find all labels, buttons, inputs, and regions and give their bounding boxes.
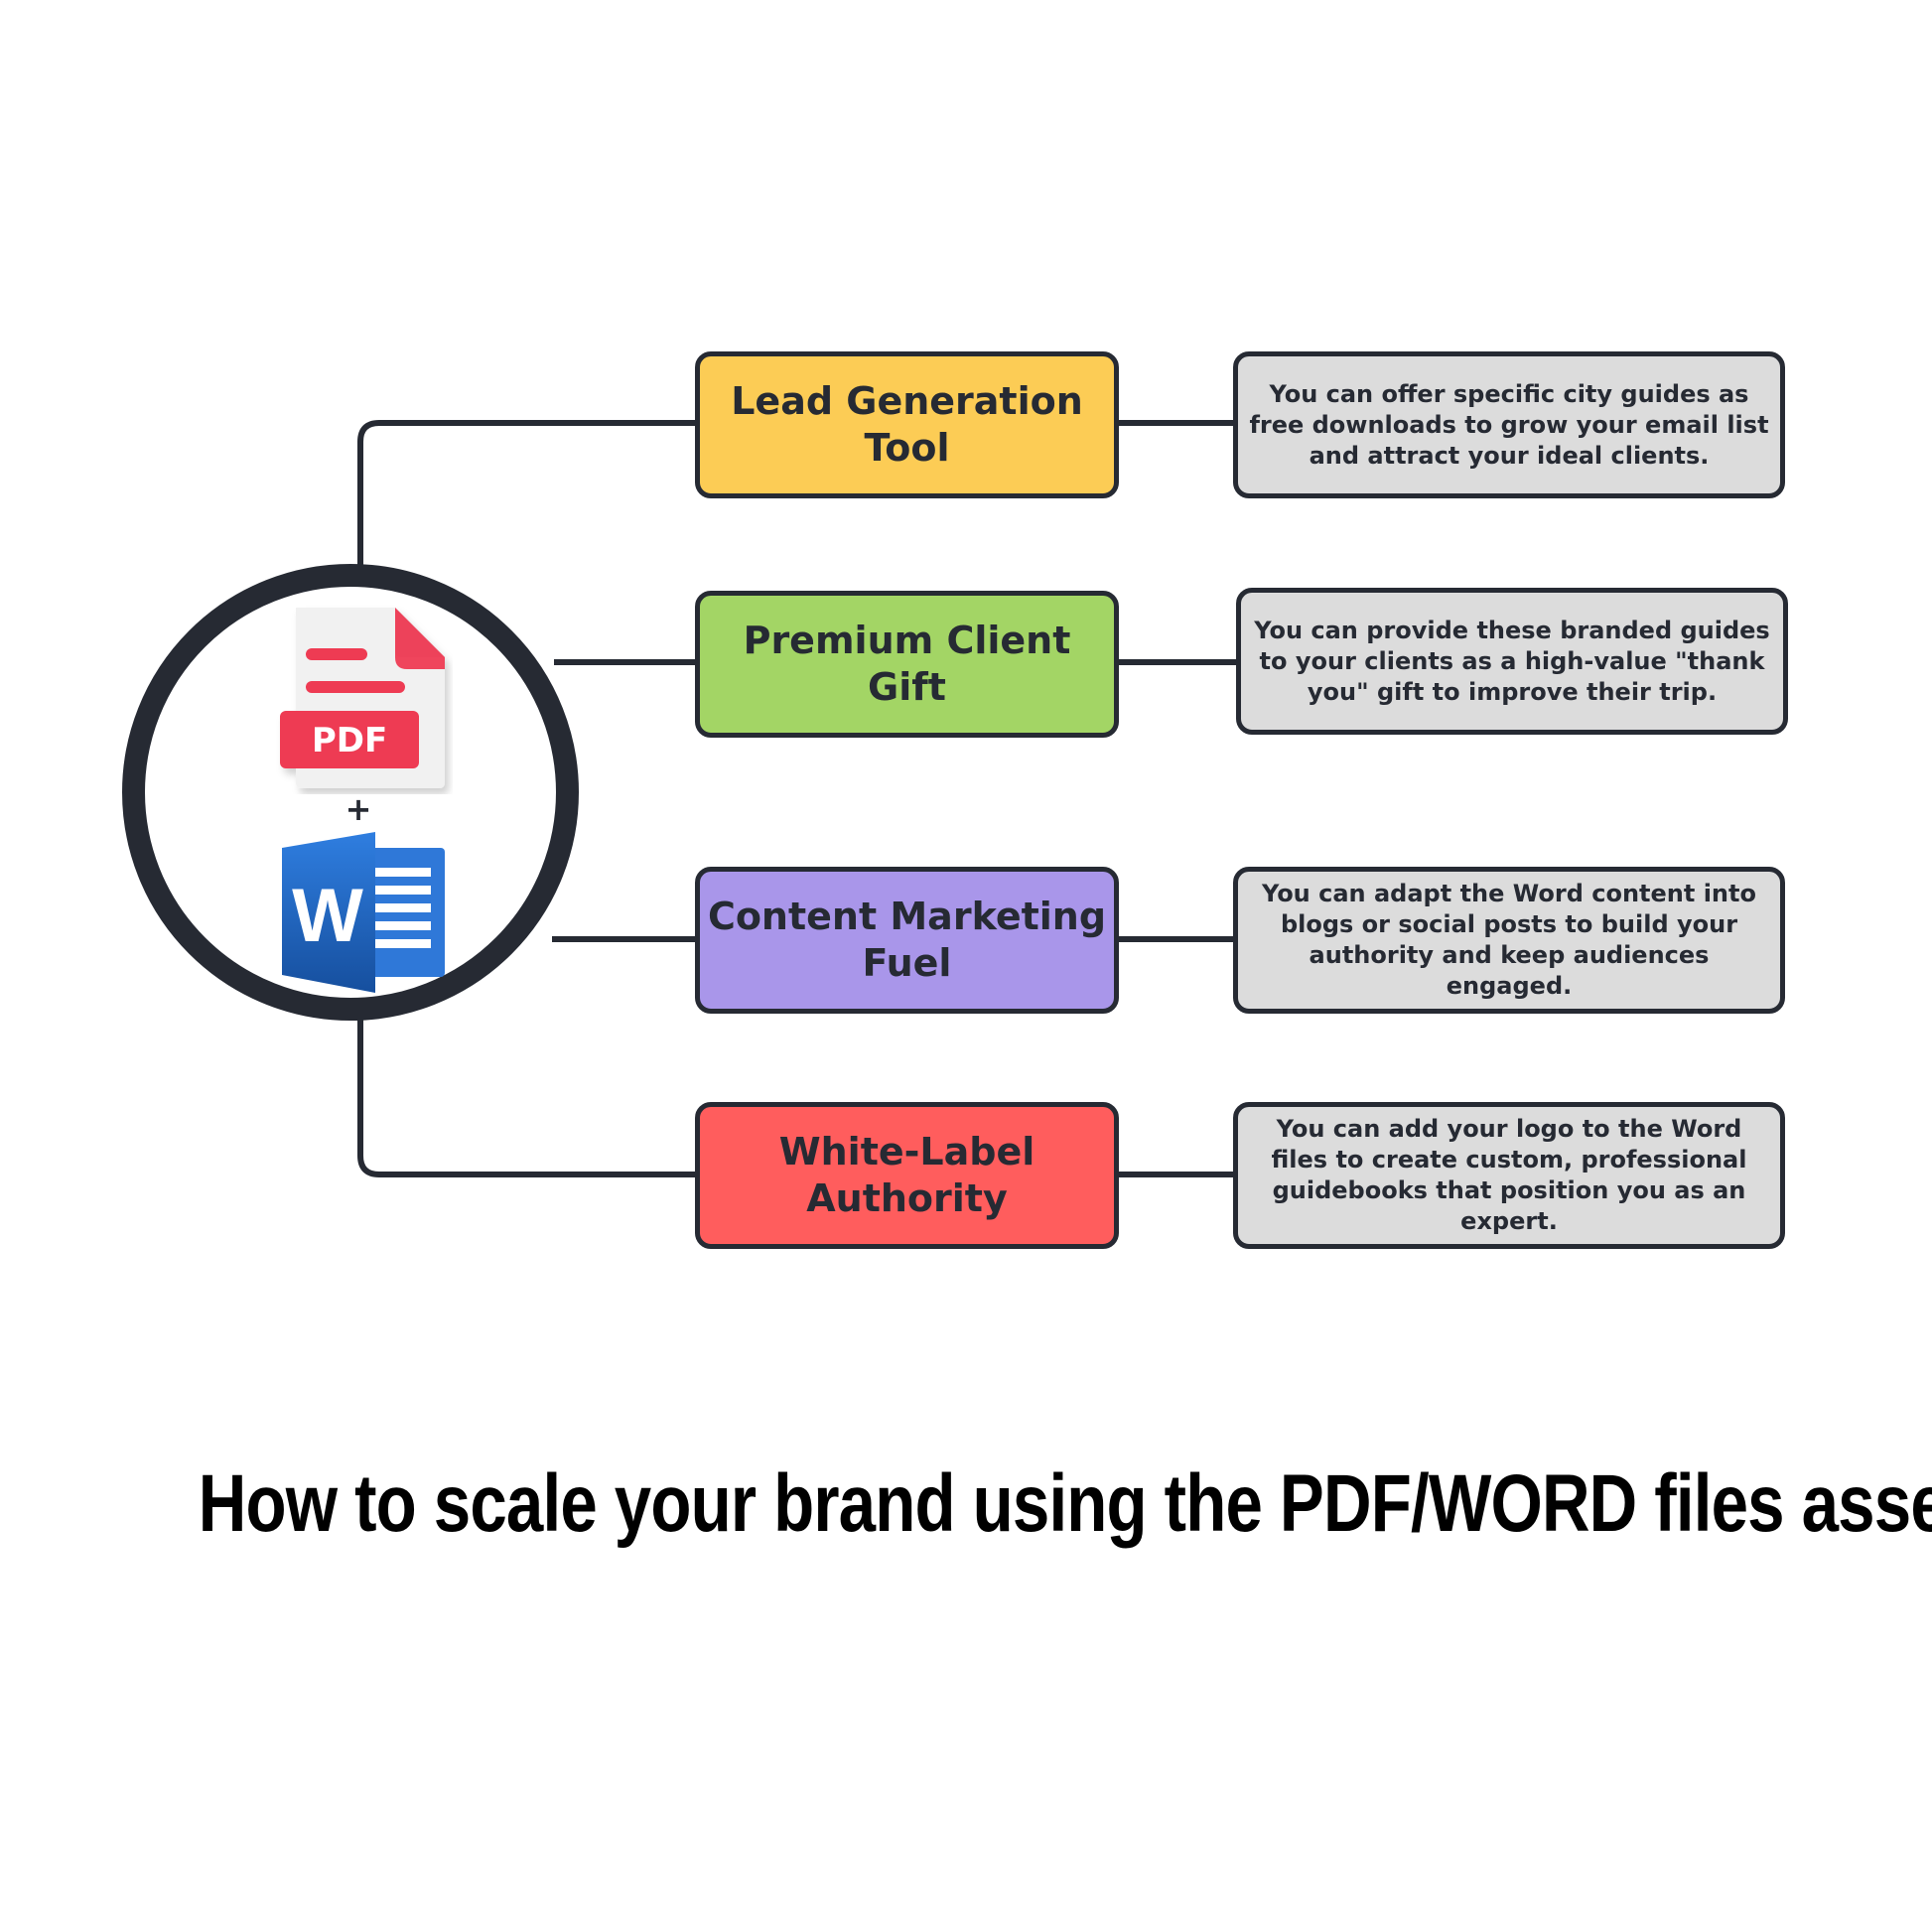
- plus-sign: +: [345, 790, 372, 828]
- description-premium-client-gift: You can provide these branded guides to …: [1236, 588, 1788, 735]
- branch-label: White-Label Authority: [778, 1130, 1035, 1220]
- word-file-icon: W: [280, 832, 447, 993]
- branch-premium-client-gift: Premium Client Gift: [695, 591, 1119, 738]
- branch-label: Premium Client Gift: [743, 619, 1071, 709]
- page-title: How to scale your brand using the PDF/WO…: [198, 1458, 1932, 1549]
- word-icon-letter: W: [292, 874, 363, 958]
- branch-label: Lead Generation Tool: [731, 379, 1083, 470]
- branch-description: You can offer specific city guides as fr…: [1249, 379, 1769, 470]
- branch-lead-generation: Lead Generation Tool: [695, 351, 1119, 498]
- pdf-icon-label: PDF: [312, 721, 387, 760]
- connector-lead-generation: [357, 420, 697, 566]
- connector-white-label: [357, 1019, 697, 1177]
- description-white-label: You can add your logo to the Word files …: [1233, 1102, 1785, 1249]
- branch-white-label: White-Label Authority: [695, 1102, 1119, 1249]
- pdf-file-icon: PDF: [276, 604, 453, 794]
- branch-description: You can adapt the Word content into blog…: [1262, 880, 1756, 1000]
- description-lead-generation: You can offer specific city guides as fr…: [1233, 351, 1785, 498]
- branch-content-marketing: Content Marketing Fuel: [695, 867, 1119, 1014]
- branch-description: You can add your logo to the Word files …: [1271, 1115, 1747, 1235]
- description-content-marketing: You can adapt the Word content into blog…: [1233, 867, 1785, 1014]
- branch-description: You can provide these branded guides to …: [1254, 616, 1770, 706]
- branch-label: Content Marketing Fuel: [707, 895, 1107, 985]
